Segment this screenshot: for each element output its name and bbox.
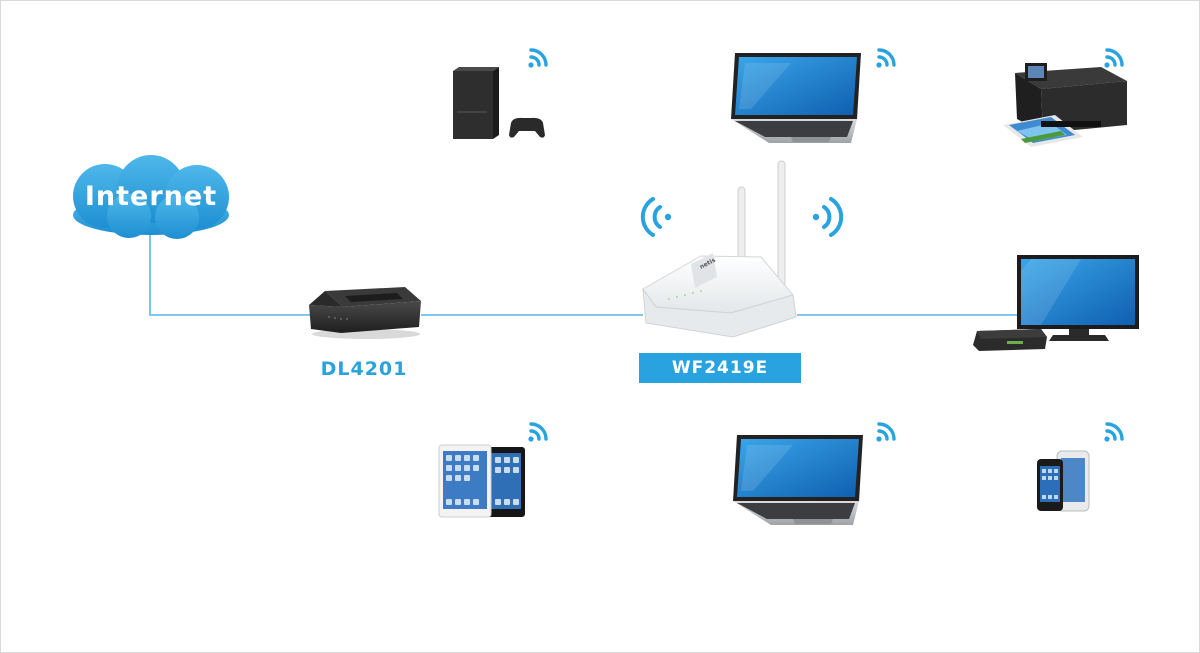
smartphones-device	[1037, 450, 1090, 512]
tablets-device	[438, 444, 525, 518]
internet-to-modem-line	[149, 231, 311, 316]
router-device: netis	[640, 160, 844, 338]
tv-device	[973, 255, 1139, 351]
internet-cloud	[73, 155, 229, 239]
connection-lines	[149, 231, 1017, 316]
router-label: WF2419E	[639, 353, 801, 383]
laptop-bottom-device	[733, 435, 863, 525]
modem-label: DL4201	[320, 358, 408, 380]
wifi-signal-icon	[526, 422, 548, 444]
wifi-signal-icon	[874, 48, 896, 70]
wifi-signal-icon	[526, 48, 548, 70]
wifi-broadcast-left-icon	[640, 197, 672, 237]
internet-label: Internet	[84, 181, 218, 212]
wifi-signal-icon	[1102, 422, 1124, 444]
wifi-signal-icon	[1102, 48, 1124, 70]
printer-device	[1003, 63, 1127, 147]
laptop-top-device	[731, 53, 861, 143]
game-console-device	[453, 67, 545, 139]
wifi-broadcast-right-icon	[812, 197, 844, 237]
modem-device	[309, 287, 421, 339]
wifi-signal-icon	[874, 422, 896, 444]
router-antenna-right	[777, 160, 786, 292]
